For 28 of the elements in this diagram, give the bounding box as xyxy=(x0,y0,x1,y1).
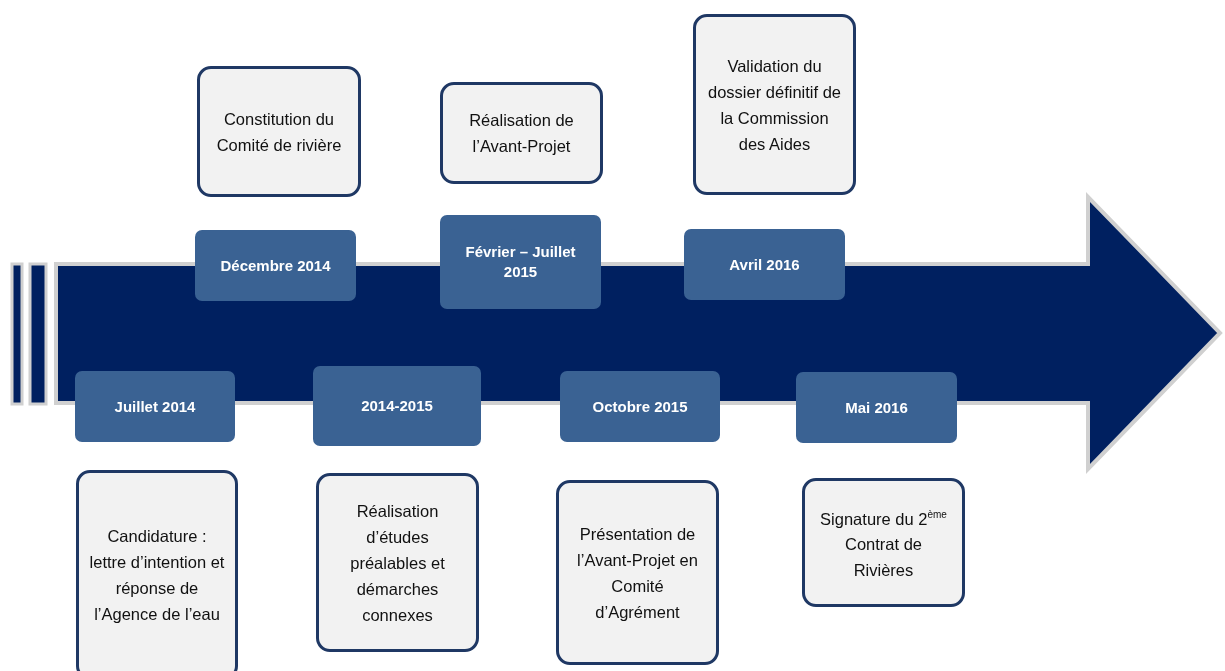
event-text: Présentation de l’Avant-Projet en Comité d’Agrément xyxy=(576,523,699,623)
date-label: Octobre 2015 xyxy=(592,396,688,417)
date-label: Décembre 2014 xyxy=(220,255,331,276)
event-text: Signature du 2$^{ème}$ Contrat de Rivières xyxy=(819,507,948,582)
event-card xyxy=(197,66,361,197)
event-card xyxy=(802,478,965,607)
event-card xyxy=(440,82,603,184)
date-box xyxy=(560,371,720,442)
event-card xyxy=(316,473,479,652)
event-text: Validation du dossier définitif de la Commission des Aides xyxy=(707,55,842,155)
date-label: Février – Juillet 2015 xyxy=(464,242,577,282)
date-box xyxy=(195,230,356,301)
event-text: Réalisation d’études préalables et démarches connexes xyxy=(349,500,446,626)
date-label: Juillet 2014 xyxy=(114,396,196,417)
date-label: 2014-2015 xyxy=(361,396,433,416)
date-box xyxy=(440,215,601,309)
date-box xyxy=(796,372,957,443)
date-label: Mai 2016 xyxy=(845,397,908,418)
event-card xyxy=(556,480,719,665)
event-text: Constitution du Comité de rivière xyxy=(215,108,343,156)
date-label: Avril 2016 xyxy=(729,254,800,275)
event-card xyxy=(693,14,856,195)
event-card xyxy=(76,470,238,671)
date-box xyxy=(75,371,235,442)
date-box xyxy=(684,229,845,300)
event-text: Candidature : lettre d’intention et réponse de l’Agence de l’eau xyxy=(89,526,225,625)
date-box xyxy=(313,366,481,446)
event-text: Réalisation de l’Avant-Projet xyxy=(468,110,575,157)
